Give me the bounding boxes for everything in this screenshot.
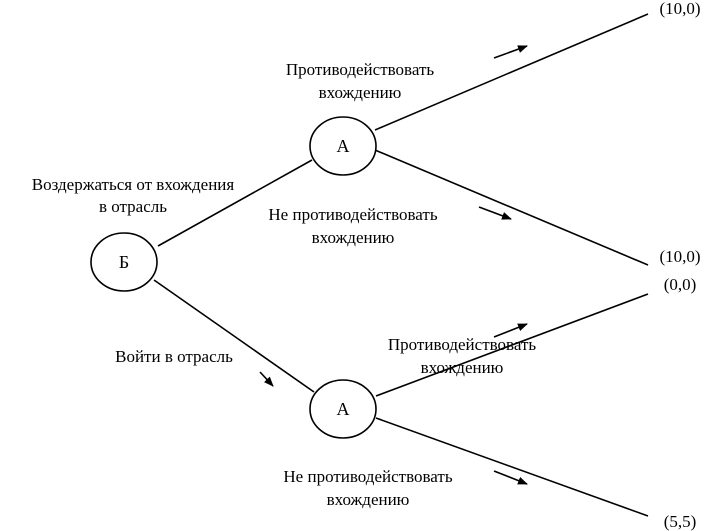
payoff-3: (0,0) xyxy=(664,275,697,294)
label-root-up-line2: в отрасль xyxy=(99,197,167,216)
node-lower-label: А xyxy=(337,399,350,419)
arrow-upper-up xyxy=(493,45,528,59)
node-root: Б xyxy=(90,232,158,292)
arrow-root-down xyxy=(259,371,274,387)
node-lower: А xyxy=(309,379,377,439)
label-lower-down-line1: Не противодействовать xyxy=(283,467,452,486)
label-root-up-line1: Воздержаться от вхождения xyxy=(32,175,235,194)
edge-upper-to-p1 xyxy=(374,13,649,131)
edge-lower-to-p4 xyxy=(375,417,649,517)
node-upper-label: А xyxy=(337,136,350,156)
label-lower-up-line1: Противодействовать xyxy=(388,335,537,354)
payoff-1: (10,0) xyxy=(659,0,700,18)
arrow-upper-down xyxy=(478,206,512,220)
label-lower-down-line2: вхождению xyxy=(327,490,410,509)
node-upper: А xyxy=(309,116,377,176)
node-root-label: Б xyxy=(119,252,129,272)
label-upper-up-line2: вхождению xyxy=(319,83,402,102)
arrow-lower-down xyxy=(493,470,528,485)
label-lower-up-line2: вхождению xyxy=(421,358,504,377)
payoff-4: (5,5) xyxy=(664,512,697,531)
payoff-2: (10,0) xyxy=(659,247,700,266)
edge-upper-to-p2 xyxy=(374,149,649,266)
arrow-lower-up xyxy=(493,323,528,338)
label-upper-down-line2: вхождению xyxy=(312,228,395,247)
label-root-down: Войти в отрасль xyxy=(115,347,233,366)
edge-lower-to-p3 xyxy=(375,293,649,397)
edge-root-to-lower xyxy=(153,279,315,393)
label-upper-up-line1: Противодействовать xyxy=(286,60,435,79)
label-upper-down-line1: Не противодействовать xyxy=(268,205,437,224)
edge-root-to-upper xyxy=(157,159,313,247)
